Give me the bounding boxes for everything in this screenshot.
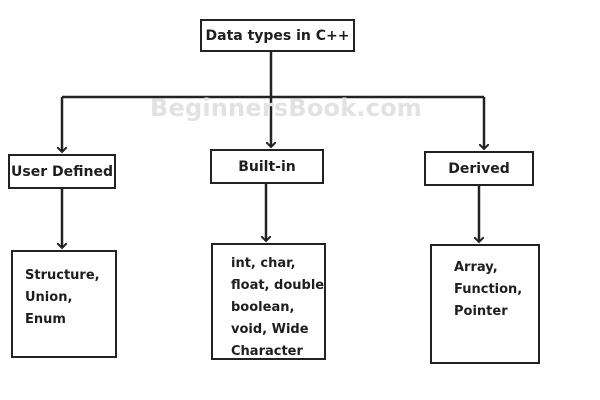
items-node-user-defined: Structure, Union, Enum xyxy=(11,250,117,358)
list-item: Pointer xyxy=(454,304,508,319)
items-node-derived: Array, Function, Pointer xyxy=(430,244,540,364)
category-node-built-in: Built-in xyxy=(210,149,324,184)
category-label-built-in: Built-in xyxy=(238,158,296,175)
root-node-label: Data types in C++ xyxy=(205,27,350,44)
list-item: boolean, xyxy=(231,300,295,315)
items-node-built-in: int, char, float, double boolean, void, … xyxy=(211,243,326,360)
list-item: int, char, xyxy=(231,256,296,271)
category-node-derived: Derived xyxy=(424,151,534,186)
watermark-text: BeginnersBook.com xyxy=(150,94,423,122)
list-item: Structure, xyxy=(25,268,100,283)
category-node-user-defined: User Defined xyxy=(8,154,116,189)
list-item: Union, xyxy=(25,290,73,305)
list-item: Function, xyxy=(454,282,523,297)
category-label-derived: Derived xyxy=(448,160,510,177)
root-node: Data types in C++ xyxy=(200,19,355,52)
list-item: float, double xyxy=(231,278,325,293)
category-label-user-defined: User Defined xyxy=(11,163,113,180)
list-item: void, Wide xyxy=(231,322,309,337)
list-item: Enum xyxy=(25,312,66,327)
list-item: Character xyxy=(231,344,303,359)
list-item: Array, xyxy=(454,260,498,275)
